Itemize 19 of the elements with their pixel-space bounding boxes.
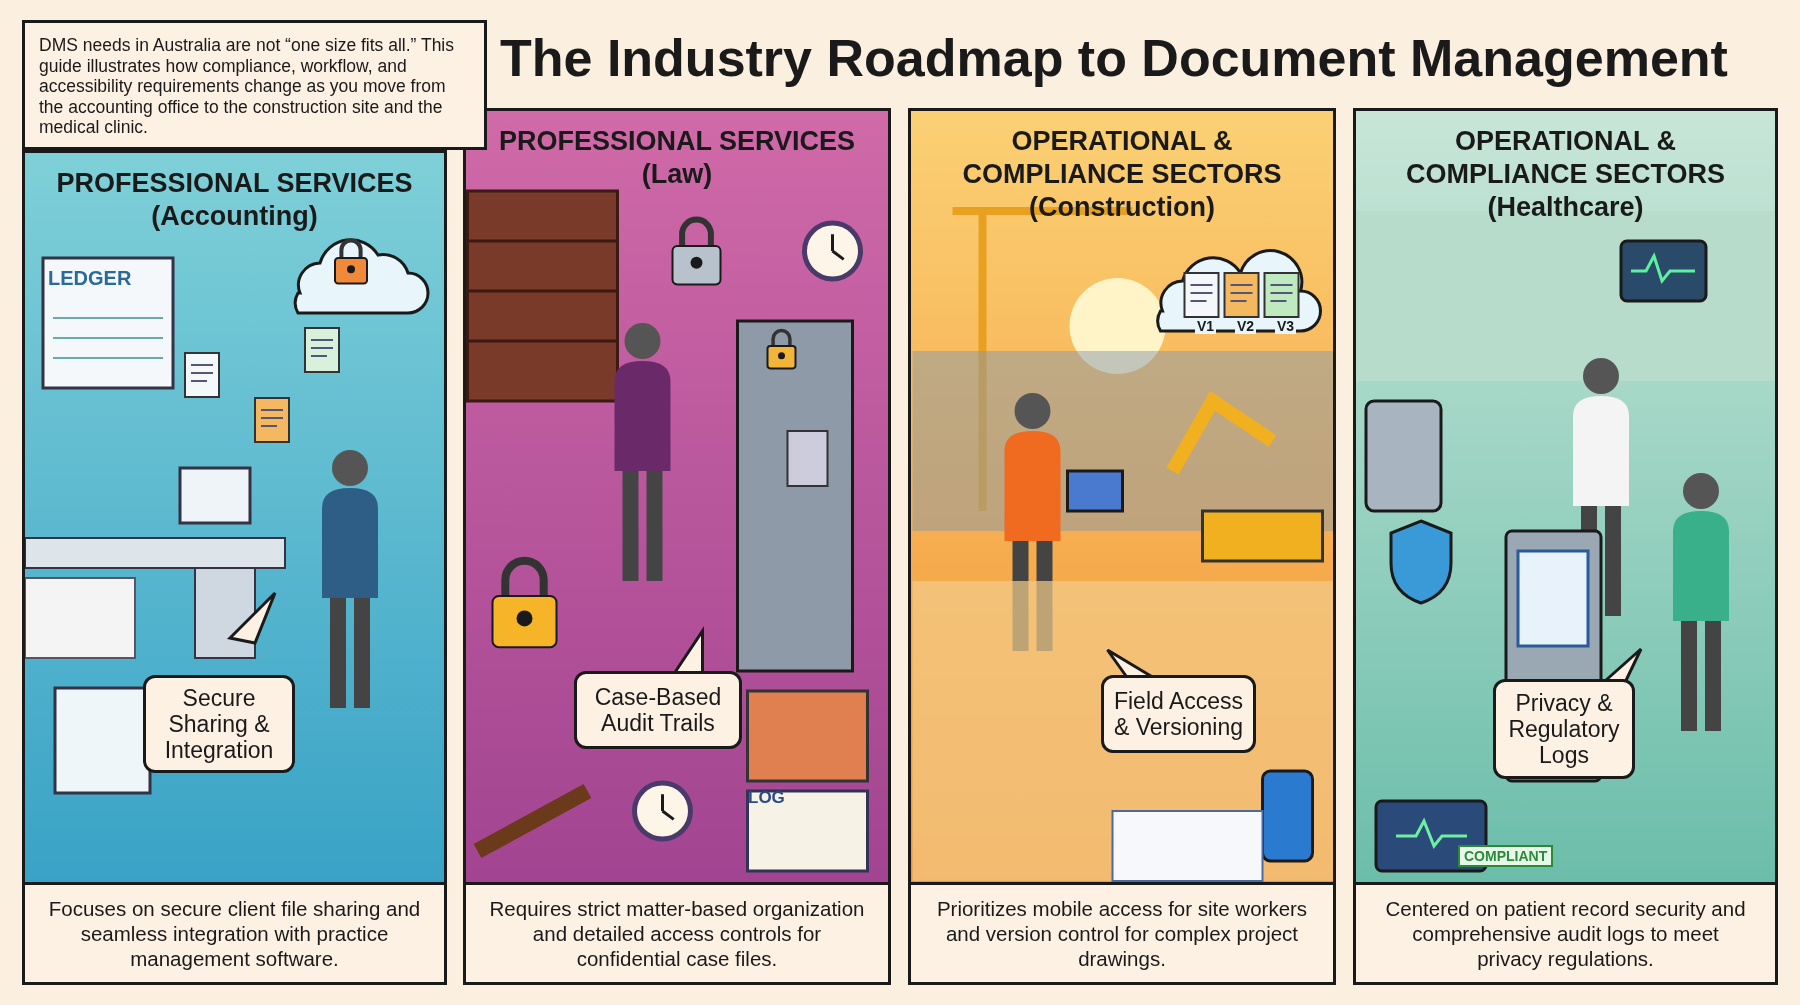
panel-heading: PROFESSIONAL SERVICES (Accounting) <box>55 167 414 233</box>
speech-bubble: Secure Sharing & Integration <box>143 675 295 773</box>
logbook-label: LOG <box>748 790 785 806</box>
page-title: The Industry Roadmap to Document Management <box>500 28 1728 88</box>
panel-caption: Focuses on secure client file sharing and seamless integration with practice management software. <box>25 882 444 982</box>
version-label: V1 <box>1195 318 1217 334</box>
version-label: V2 <box>1235 318 1257 334</box>
panel-heading: OPERATIONAL & COMPLIANCE SECTORS (Construction) <box>961 125 1283 224</box>
panel-heading: OPERATIONAL & COMPLIANCE SECTORS (Healthcare) <box>1405 125 1726 224</box>
panel-heading: PROFESSIONAL SERVICES (Law) <box>497 125 857 191</box>
intro-note: DMS needs in Australia are not “one size fits all.” This guide illustrates how compliance, workflow, and accessibility requirements change as you move from the accounting office to the construction site and the medical clinic. <box>22 20 487 150</box>
stamp-label: COMPLIANT <box>1458 845 1554 867</box>
version-label: V3 <box>1275 318 1297 334</box>
panel-caption: Requires strict matter-based organization and detailed access controls for confidential case files. <box>466 882 888 982</box>
panel-caption: Prioritizes mobile access for site workers and version control for complex project drawings. <box>911 882 1333 982</box>
speech-bubble: Case-Based Audit Trails <box>574 671 742 749</box>
speech-bubble: Privacy & Regulatory Logs <box>1493 679 1635 779</box>
whiteboard-label: LEDGER <box>48 270 132 286</box>
panel-caption: Centered on patient record security and comprehensive audit logs to meet privacy regulations. <box>1356 882 1775 982</box>
